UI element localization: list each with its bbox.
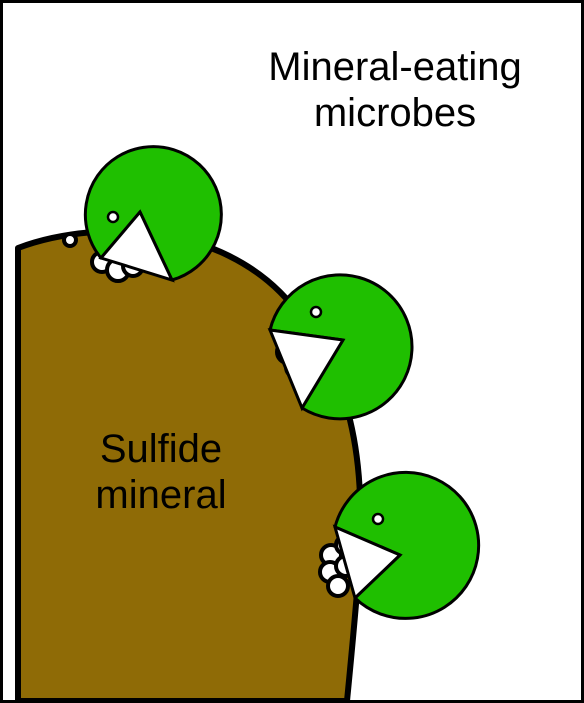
eye-icon: [108, 212, 118, 222]
microbe-top: [85, 147, 221, 280]
microbes-label-line2: microbes: [250, 90, 540, 136]
eye-icon: [311, 307, 321, 317]
microbes-label-line1: Mineral-eating: [250, 44, 540, 90]
mineral-label: Sulfide mineral: [56, 426, 266, 518]
mineral-label-line1: Sulfide: [56, 426, 266, 472]
eye-icon: [373, 514, 383, 524]
microbe-bottom: [335, 472, 479, 618]
mineral-label-line2: mineral: [56, 472, 266, 518]
microbes-label: Mineral-eating microbes: [250, 44, 540, 136]
